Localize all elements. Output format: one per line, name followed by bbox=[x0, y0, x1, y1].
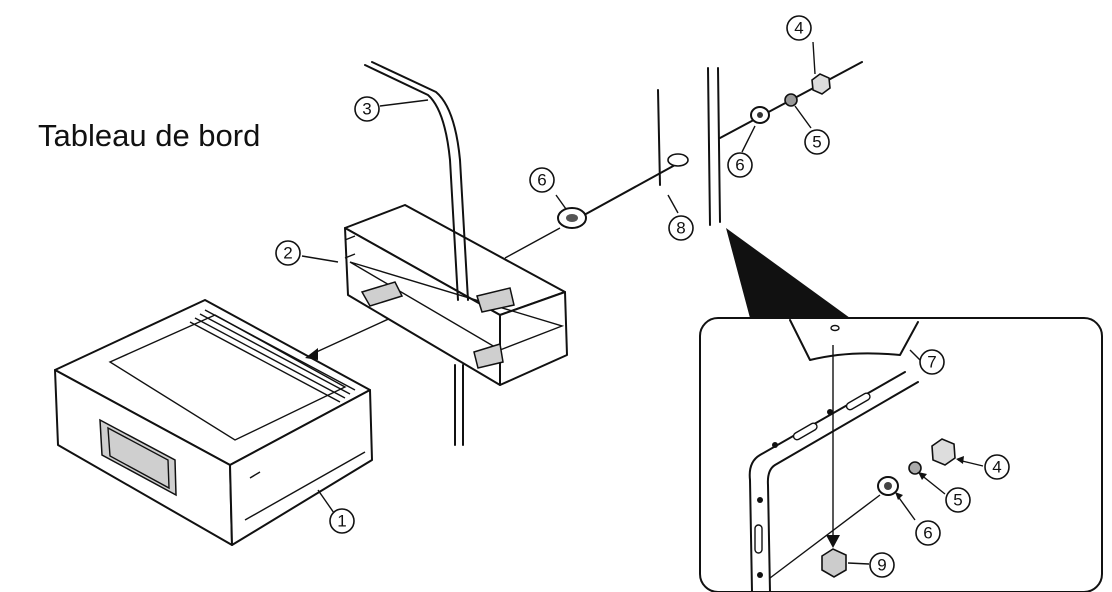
callout-7-detail: 7 bbox=[919, 349, 945, 375]
washer-6-detail bbox=[877, 476, 899, 496]
nut-4-detail bbox=[931, 438, 956, 466]
strap-slots bbox=[754, 392, 871, 578]
dashboard-panel bbox=[657, 67, 721, 226]
svg-text:2: 2 bbox=[283, 244, 292, 263]
callout-4-detail: 4 bbox=[984, 454, 1010, 480]
detail-inset bbox=[699, 317, 1103, 592]
support-strap bbox=[364, 61, 469, 446]
callout-3: 3 bbox=[354, 96, 380, 122]
callout-4-top: 4 bbox=[786, 15, 812, 41]
svg-text:9: 9 bbox=[877, 556, 886, 575]
svg-text:1: 1 bbox=[337, 512, 346, 531]
svg-text:4: 4 bbox=[794, 19, 803, 38]
svg-text:5: 5 bbox=[953, 491, 962, 510]
radio-unit bbox=[54, 299, 373, 546]
svg-text:3: 3 bbox=[362, 100, 371, 119]
nut-4-top bbox=[811, 73, 831, 95]
callout-1: 1 bbox=[329, 508, 355, 534]
bolt-9 bbox=[821, 548, 847, 578]
callout-5-top: 5 bbox=[804, 129, 830, 155]
callout-6-detail: 6 bbox=[915, 520, 941, 546]
svg-text:4: 4 bbox=[992, 458, 1001, 477]
callout-6-top: 6 bbox=[727, 152, 753, 178]
lock-washer-5-top bbox=[784, 93, 798, 107]
callout-6-main: 6 bbox=[529, 167, 555, 193]
washer-6 bbox=[557, 207, 587, 229]
washer-6-top bbox=[750, 106, 770, 124]
lock-washer-5-detail bbox=[908, 461, 922, 475]
callout-9-detail: 9 bbox=[869, 552, 895, 578]
callout-2: 2 bbox=[275, 240, 301, 266]
callout-8: 8 bbox=[668, 215, 694, 241]
callout-5-detail: 5 bbox=[945, 487, 971, 513]
svg-text:6: 6 bbox=[537, 171, 546, 190]
svg-text:8: 8 bbox=[676, 219, 685, 238]
svg-text:7: 7 bbox=[927, 353, 936, 372]
svg-text:5: 5 bbox=[812, 133, 821, 152]
svg-text:6: 6 bbox=[923, 524, 932, 543]
svg-text:6: 6 bbox=[735, 156, 744, 175]
detail-pointer bbox=[726, 228, 850, 318]
dashboard-caption: Tableau de bord bbox=[38, 118, 260, 153]
vent-slots bbox=[189, 309, 356, 403]
mounting-sleeve bbox=[344, 204, 568, 386]
